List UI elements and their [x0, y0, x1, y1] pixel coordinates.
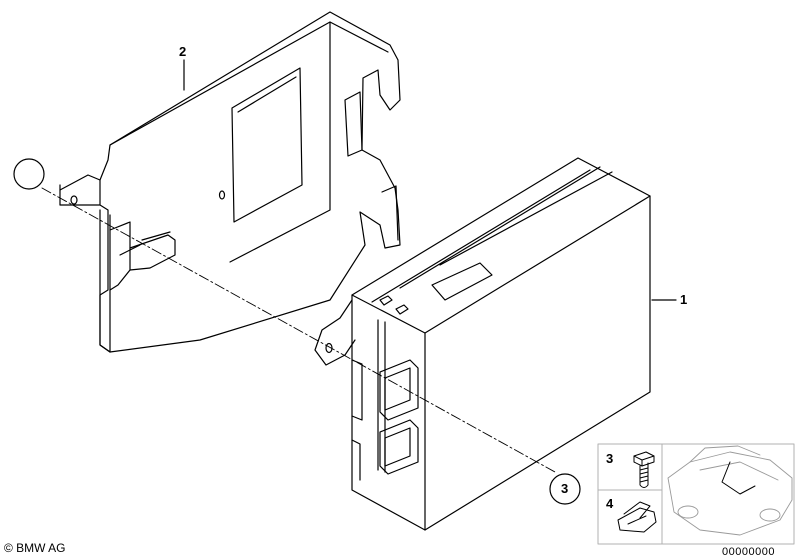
assembly-centerline — [41, 187, 556, 473]
copyright-text: © BMW AG — [4, 541, 66, 555]
legend-frame — [597, 443, 795, 545]
callout-circle-3 — [549, 473, 581, 505]
callout-label-3: 3 — [561, 481, 569, 496]
legend-label-3: 3 — [606, 451, 614, 466]
spring-clip-icon — [617, 501, 657, 533]
callout-label-2: 2 — [179, 44, 187, 59]
legend-label-4: 4 — [606, 496, 614, 511]
mounting-bracket-icon — [59, 11, 401, 353]
callout-label-1: 1 — [680, 292, 688, 307]
callout-circle-empty — [13, 158, 45, 190]
diagram-code: 00000000 — [722, 546, 775, 558]
hex-bolt-icon — [633, 451, 655, 488]
car-silhouette-icon — [667, 445, 793, 536]
control-unit-icon — [314, 157, 651, 531]
